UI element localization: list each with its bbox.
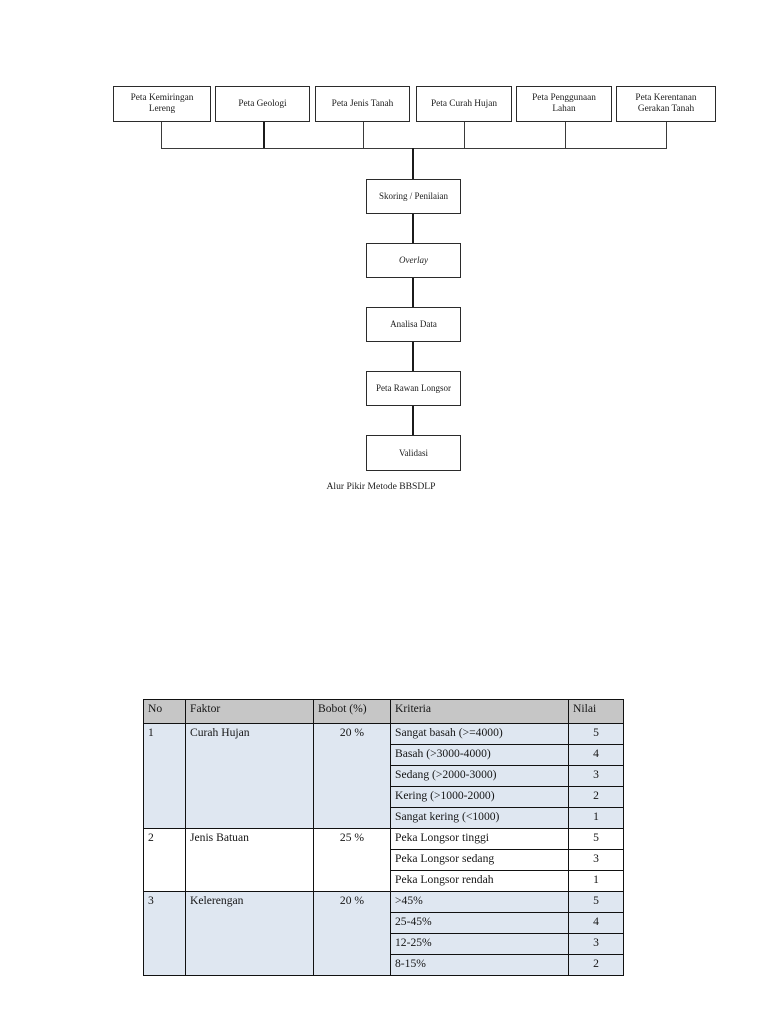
cell-kriteria: 8-15% [390,954,569,976]
cell-bobot: 20 % [313,723,391,829]
cell-nilai: 2 [568,954,624,976]
table-row: 25-45%4 [144,912,624,934]
cell-kriteria: Peka Longsor sedang [390,849,569,871]
cell-nilai: 3 [568,849,624,871]
node-label: Peta Geologi [238,98,287,109]
cell-nilai: 4 [568,744,624,766]
cell-kriteria: 12-25% [390,933,569,955]
connector-drop-4 [464,122,465,149]
table-row: 8-15%2 [144,954,624,976]
cell-nilai: 5 [568,723,624,745]
cell-kriteria: 25-45% [390,912,569,934]
flowchart-input-node-1: Peta Kemiringan Lereng [113,86,211,122]
connector-overlay-to-analisa [412,278,414,307]
connector-drop-2 [263,122,265,149]
cell-nilai: 3 [568,765,624,787]
node-label: Analisa Data [390,319,437,330]
cell-nilai: 5 [568,891,624,913]
flowchart-stage-node-overlay: Overlay [366,243,461,278]
cell-nilai: 1 [568,807,624,829]
cell-kriteria: >45% [390,891,569,913]
cell-kriteria: Sedang (>2000-3000) [390,765,569,787]
flowchart-stage-node-peta-rawan-longsor: Peta Rawan Longsor [366,371,461,406]
flowchart-caption: Alur Pikir Metode BBSDLP [0,481,768,492]
flowchart-input-node-3: Peta Jenis Tanah [315,86,410,122]
node-label: Peta Curah Hujan [430,98,498,109]
cell-nilai: 1 [568,870,624,892]
connector-bus-horizontal [161,148,667,149]
cell-kriteria: Kering (>1000-2000) [390,786,569,808]
column-header-nilai: Nilai [568,699,624,724]
cell-bobot: 20 % [313,891,391,976]
flowchart-input-node-4: Peta Curah Hujan [416,86,512,122]
table-row: Sangat kering (<1000)1 [144,807,624,829]
cell-bobot: 25 % [313,828,391,892]
table-row: Kering (>1000-2000)2 [144,786,624,808]
cell-kriteria: Basah (>3000-4000) [390,744,569,766]
node-label: Peta Penggunaan Lahan [532,93,596,114]
cell-kriteria: Peka Longsor rendah [390,870,569,892]
cell-kriteria: Peka Longsor tinggi [390,828,569,850]
node-label: Peta Kemiringan Lereng [130,93,194,114]
table-head: No Faktor Bobot (%) Kriteria Nilai [143,699,624,724]
connector-bus-to-skoring [412,148,414,179]
table-row: 12-25%3 [144,933,624,955]
cell-no: 1 [143,723,186,829]
connector-analisa-to-peta-rawan [412,342,414,371]
column-header-faktor: Faktor [185,699,314,724]
connector-skoring-to-overlay [412,214,414,243]
table-row: Basah (>3000-4000)4 [144,744,624,766]
node-label: Peta Rawan Longsor [376,383,451,394]
connector-drop-6 [666,122,667,149]
column-header-no: No [143,699,186,724]
cell-nilai: 3 [568,933,624,955]
column-header-bobot: Bobot (%) [313,699,391,724]
flowchart-stage-node-analisa-data: Analisa Data [366,307,461,342]
table-header-row: No Faktor Bobot (%) Kriteria Nilai [143,699,624,724]
node-label: Peta Jenis Tanah [331,98,394,109]
flowchart-input-node-2: Peta Geologi [215,86,310,122]
node-label: Validasi [399,447,428,458]
cell-nilai: 2 [568,786,624,808]
node-label: Skoring / Penilaian [379,191,448,202]
cell-kriteria: Sangat kering (<1000) [390,807,569,829]
flowchart-stage-node-skoring: Skoring / Penilaian [366,179,461,214]
cell-nilai: 4 [568,912,624,934]
node-label: Overlay [399,255,428,266]
flowchart-input-node-6: Peta Kerentanan Gerakan Tanah [616,86,716,122]
cell-no: 3 [143,891,186,976]
connector-drop-5 [565,122,566,149]
cell-no: 2 [143,828,186,892]
flowchart-input-node-5: Peta Penggunaan Lahan [516,86,612,122]
flowchart-stage-node-validasi: Validasi [366,435,461,471]
cell-nilai: 5 [568,828,624,850]
connector-drop-3 [363,122,364,149]
cell-faktor: Kelerengan [185,891,314,976]
connector-drop-1 [161,122,162,149]
node-label: Peta Kerentanan Gerakan Tanah [635,93,697,114]
connector-peta-rawan-to-validasi [412,406,414,435]
flowchart-caption-text: Alur Pikir Metode BBSDLP [326,481,436,492]
flowchart-diagram: Peta Kemiringan Lereng Peta Geologi Peta… [0,0,768,510]
cell-faktor: Jenis Batuan [185,828,314,892]
cell-kriteria: Sangat basah (>=4000) [390,723,569,745]
column-header-kriteria: Kriteria [390,699,569,724]
cell-faktor: Curah Hujan [185,723,314,829]
